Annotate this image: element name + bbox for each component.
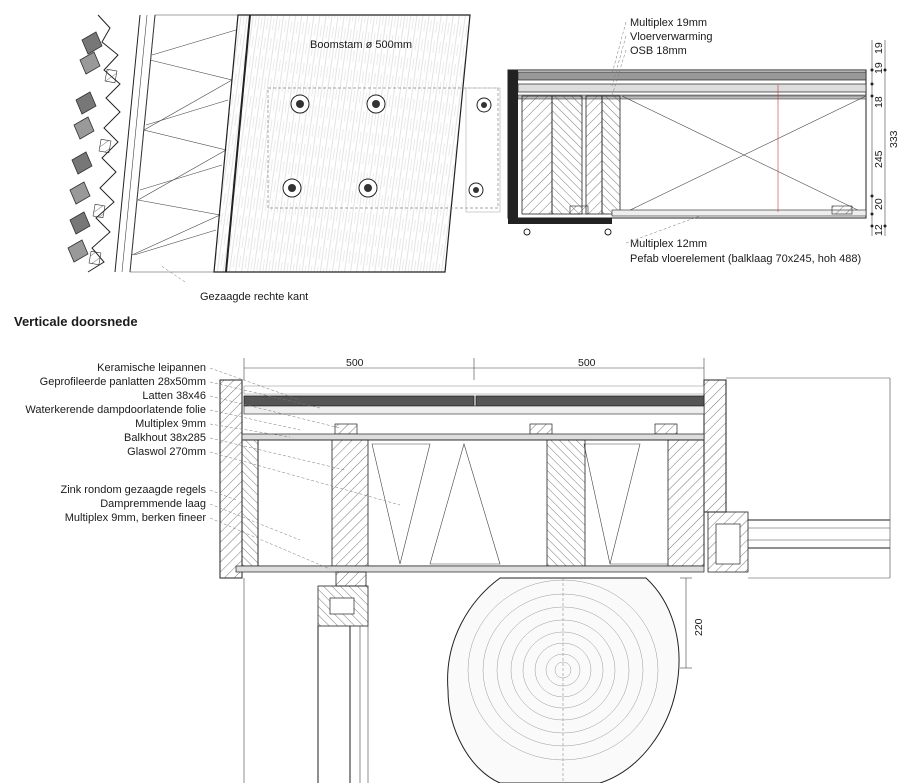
label-keramische-leipannen: Keramische leipannen (97, 362, 206, 374)
dim-500-right: 500 (578, 357, 596, 369)
label-zink: Zink rondom gezaagde regels (60, 484, 206, 496)
label-vloerverwarming: Vloerverwarming (630, 31, 713, 43)
top-dimensions: 19 19 18 245 20 12 333 (870, 40, 900, 236)
label-boomstam: Boomstam ø 500mm (310, 39, 412, 51)
top-layer-labels: Multiplex 19mm Vloerverwarming OSB 18mm … (611, 17, 861, 265)
roof-tiles (67, 14, 121, 273)
floor-element (507, 69, 867, 236)
bottom-layer-labels: Keramische leipannen Geprofileerde panla… (25, 362, 206, 524)
leader-lines (209, 367, 401, 570)
label-balkhout: Balkhout 38x285 (124, 432, 206, 444)
tree-trunk-top (213, 14, 501, 273)
label-pefab: Pefab vloerelement (balklaag 70x245, hoh… (630, 253, 861, 265)
bottom-detail: 500 500 (25, 357, 891, 783)
dim-12: 12 (873, 224, 885, 236)
section-title: Verticale doorsnede (14, 314, 138, 329)
dim-500-left: 500 (346, 357, 364, 369)
tree-trunk-section (447, 577, 680, 783)
top-detail: Boomstam ø 500mm Gezaagde rechte kant Mu… (67, 14, 900, 303)
dim-333: 333 (888, 130, 900, 148)
label-glaswol: Glaswol 270mm (127, 446, 206, 458)
dim-19b: 19 (873, 62, 885, 74)
dim-245: 245 (873, 150, 885, 168)
label-folie: Waterkerende dampdoorlatende folie (25, 404, 206, 416)
label-multiplex-19: Multiplex 19mm (630, 17, 707, 29)
dim-18: 18 (873, 96, 885, 108)
label-panlatten: Geprofileerde panlatten 28x50mm (40, 376, 206, 388)
label-multiplex-berken: Multiplex 9mm, berken fineer (65, 512, 207, 524)
label-osb-18: OSB 18mm (630, 45, 687, 57)
label-latten: Latten 38x46 (142, 390, 206, 402)
label-multiplex-9: Multiplex 9mm (135, 418, 206, 430)
label-gezaagde-kant: Gezaagde rechte kant (200, 291, 308, 303)
dim-20: 20 (873, 198, 885, 210)
dim-220: 220 (693, 618, 705, 636)
dim-19a: 19 (873, 42, 885, 54)
label-multiplex-12: Multiplex 12mm (630, 238, 707, 250)
label-dampremmende-laag: Dampremmende laag (100, 498, 206, 510)
